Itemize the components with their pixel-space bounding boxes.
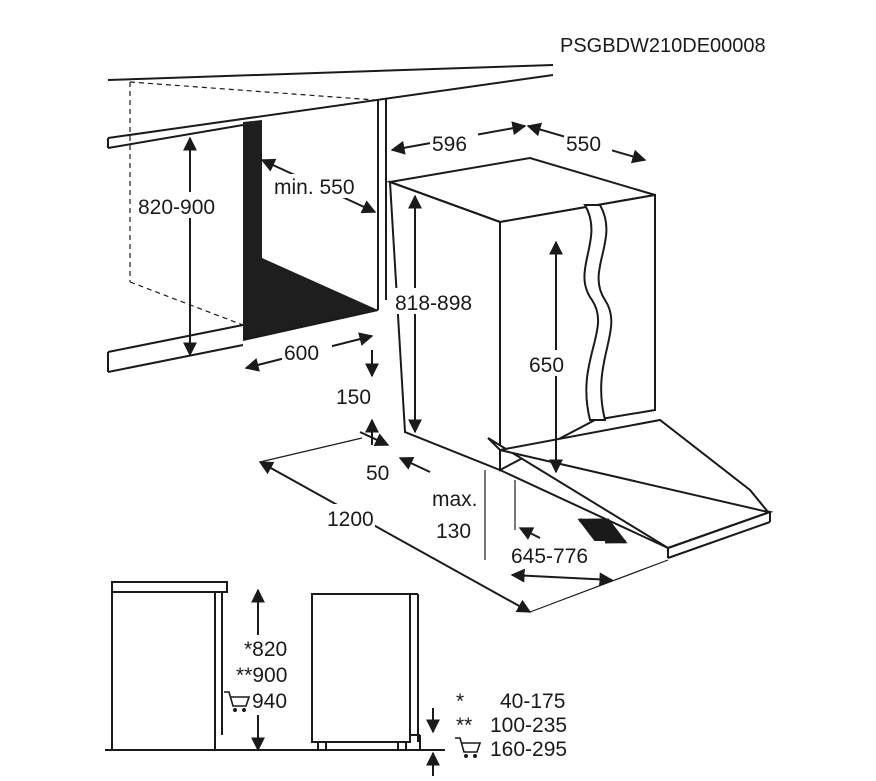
legend-right-row2-mark: **: [456, 714, 472, 737]
appliance-depth-label: 550: [566, 133, 601, 156]
max-label: max.: [432, 488, 478, 511]
door-height-label: 650: [529, 354, 564, 377]
side-view-right: [300, 593, 445, 776]
niche-width-label: 600: [284, 342, 319, 365]
niche: [107, 98, 387, 373]
appliance-width-label: 596: [432, 133, 467, 156]
legend-left-line1: *820: [244, 638, 287, 661]
max-value-label: 130: [436, 520, 471, 543]
door-swing-dim: [510, 568, 614, 587]
drawing-code: PSGBDW210DE00008: [560, 35, 766, 57]
niche-height-label: 820-900: [138, 196, 215, 219]
niche-side-wall: [243, 120, 378, 340]
plinth-depth-left-arrow: [359, 431, 390, 447]
plinth-height-label: 150: [336, 386, 371, 409]
worktop: [107, 64, 554, 326]
plinth-depth-right-arrow: [398, 456, 431, 473]
door-swing-arrow-start: [518, 527, 541, 540]
floor-length-label: 1200: [327, 508, 374, 531]
door-swing-label: 645-776: [511, 545, 588, 568]
legend-left-line2: **900: [236, 664, 287, 687]
legend-left-line3: 940: [252, 690, 287, 713]
shopping-cart-icon: [455, 737, 482, 758]
plinth-depth-label: 50: [366, 462, 389, 485]
legend-right-row1-mark: *: [456, 690, 464, 713]
shopping-cart-icon: [224, 691, 251, 712]
side-view-left: [105, 581, 300, 752]
legend-right-row1-value: 40-175: [500, 690, 565, 713]
niche-depth-label: min. 550: [274, 176, 355, 199]
legend-right-row3-value: 160-295: [490, 738, 567, 761]
floor-length-dim: [258, 461, 532, 613]
door-move-arrow: [577, 518, 628, 544]
legend-right-row2-value: 100-235: [490, 714, 567, 737]
appliance-height-label: 818-898: [395, 292, 472, 315]
